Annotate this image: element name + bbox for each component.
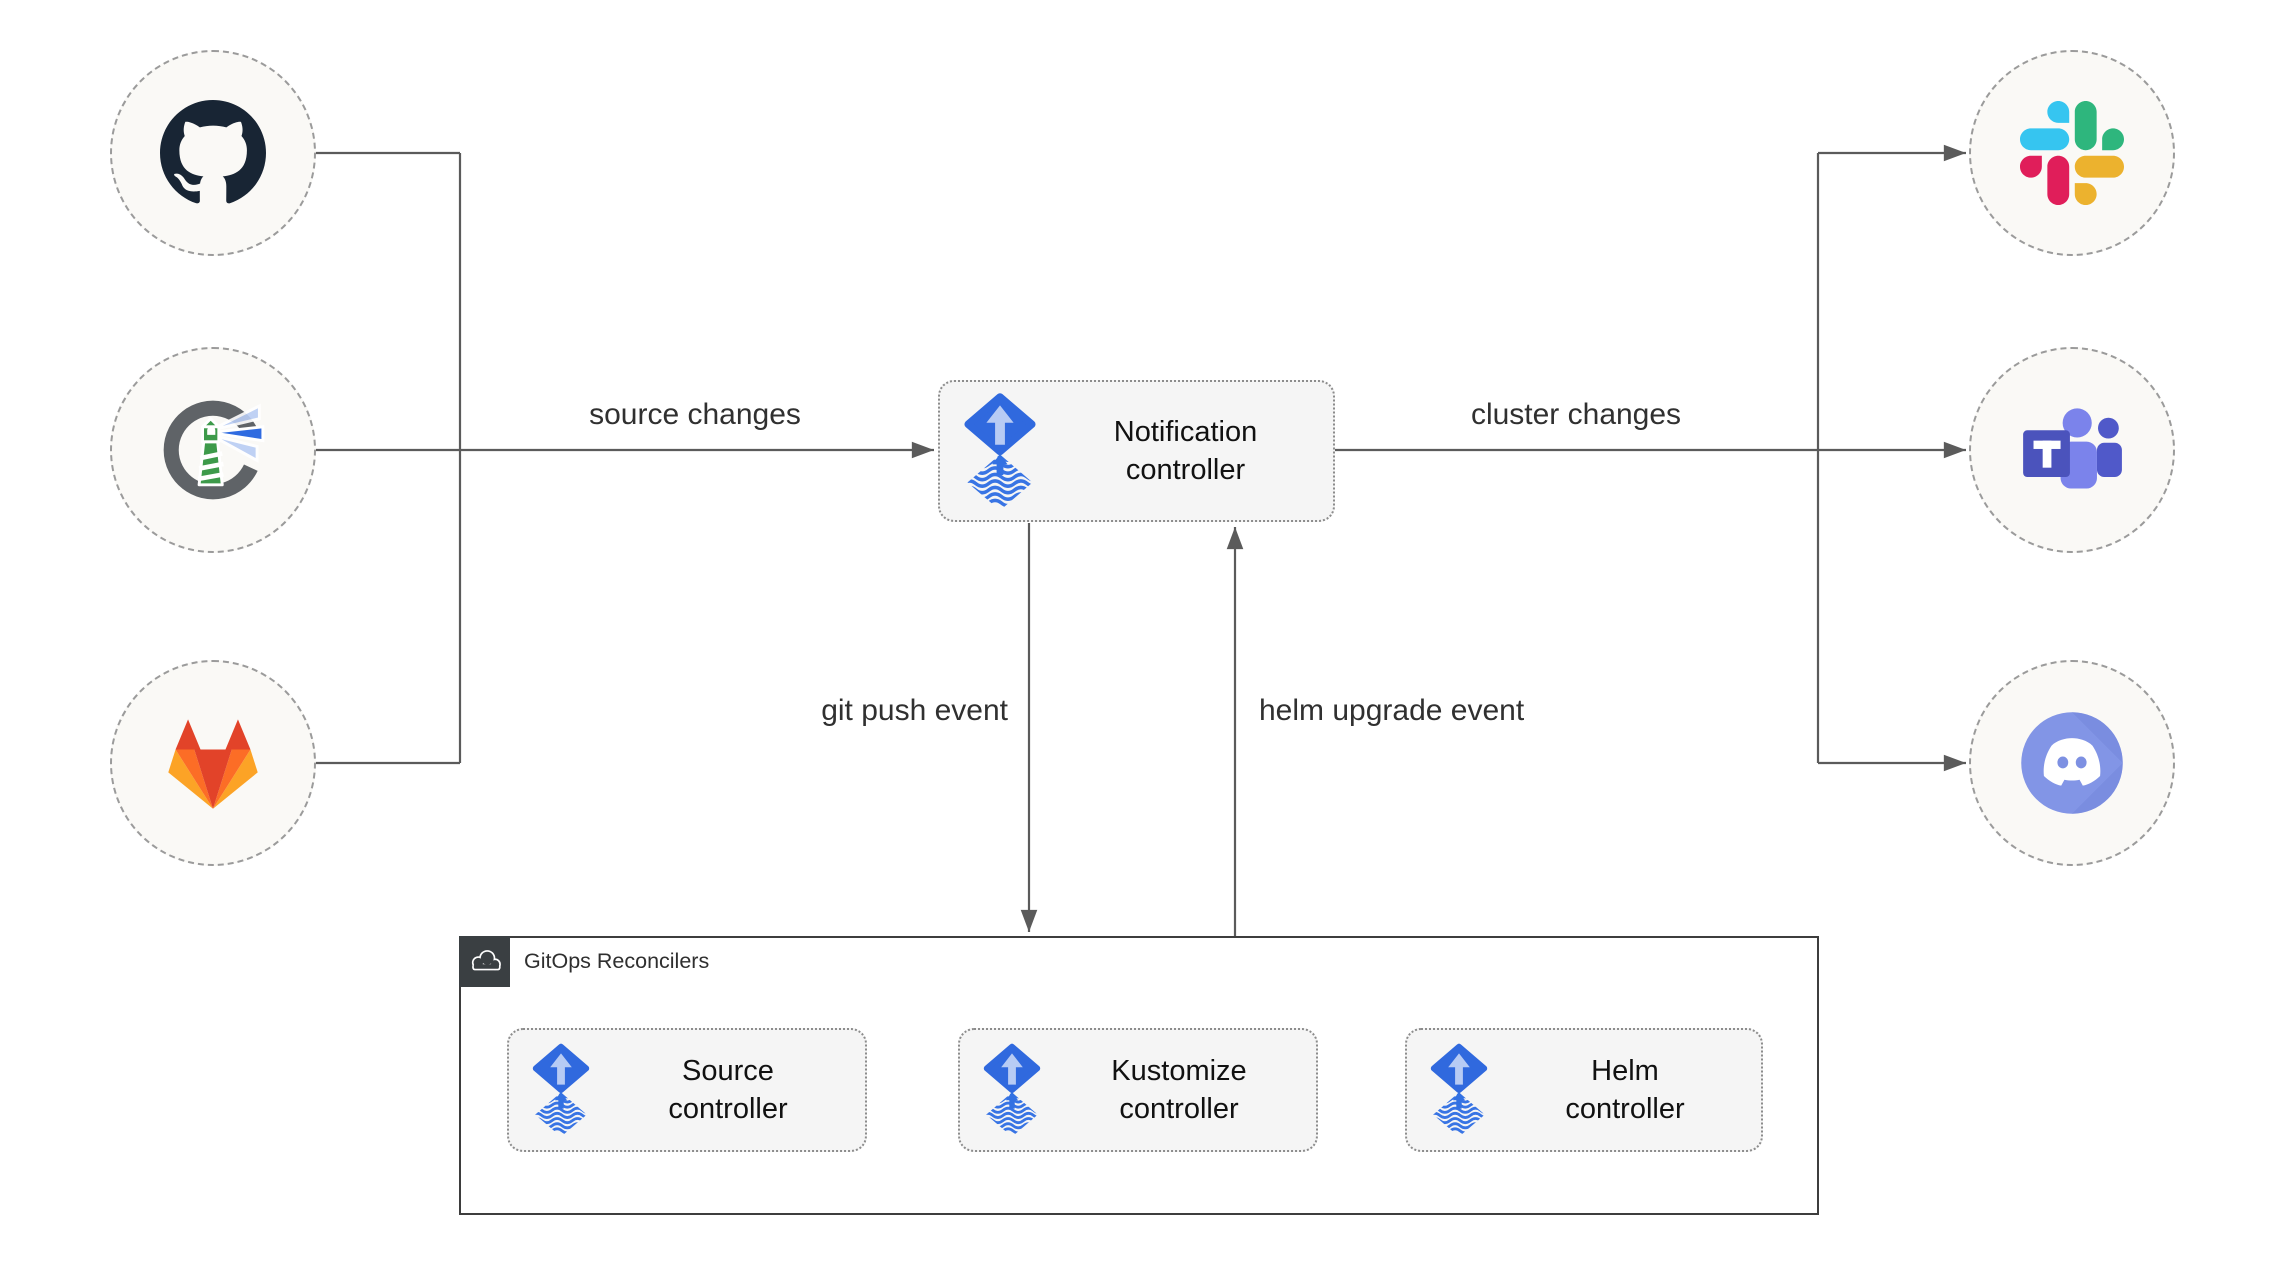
gitlab-node [110,660,316,866]
source-controller-label: Source controller [668,1055,788,1125]
github-node [110,50,316,256]
kustomize-controller-label-wrap: Kustomize controller [1042,1052,1316,1128]
harbor-icon [163,400,265,500]
gitlab-icon [168,719,258,809]
notification-controller-node: Notification controller [938,380,1335,522]
edge-label-git-push-event: git push event [821,694,1008,727]
edge-label-cluster-changes: cluster changes [1470,398,1682,431]
edge-label-source-changes: source changes [589,398,801,431]
flux-icon [531,1042,591,1138]
slack-node [1969,50,2175,256]
kustomize-controller-label: Kustomize controller [1111,1055,1247,1125]
flux-icon [1429,1042,1489,1138]
harbor-node [110,347,316,553]
discord-icon [2021,712,2123,814]
gitops-reconcilers-badge [459,936,510,987]
edge-label-helm-upgrade-event: helm upgrade event [1259,694,1525,727]
notification-controller-label: Notification controller [1113,416,1258,486]
helm-controller-label-wrap: Helm controller [1489,1052,1761,1128]
source-controller-label-wrap: Source controller [591,1052,865,1128]
github-icon [160,100,266,204]
gitops-reconcilers-title: GitOps Reconcilers [524,949,710,973]
notification-controller-label-wrap: Notification controller [1038,413,1333,489]
flux-icon [962,391,1038,512]
slack-icon [2020,101,2124,205]
helm-controller-node: Helm controller [1405,1028,1763,1152]
kustomize-controller-node: Kustomize controller [958,1028,1318,1152]
cloud-icon [471,950,501,971]
teams-node [1969,347,2175,553]
teams-icon [2023,408,2122,489]
source-controller-node: Source controller [507,1028,867,1152]
flux-icon [982,1042,1042,1138]
discord-node [1969,660,2175,866]
helm-controller-label: Helm controller [1565,1055,1685,1125]
